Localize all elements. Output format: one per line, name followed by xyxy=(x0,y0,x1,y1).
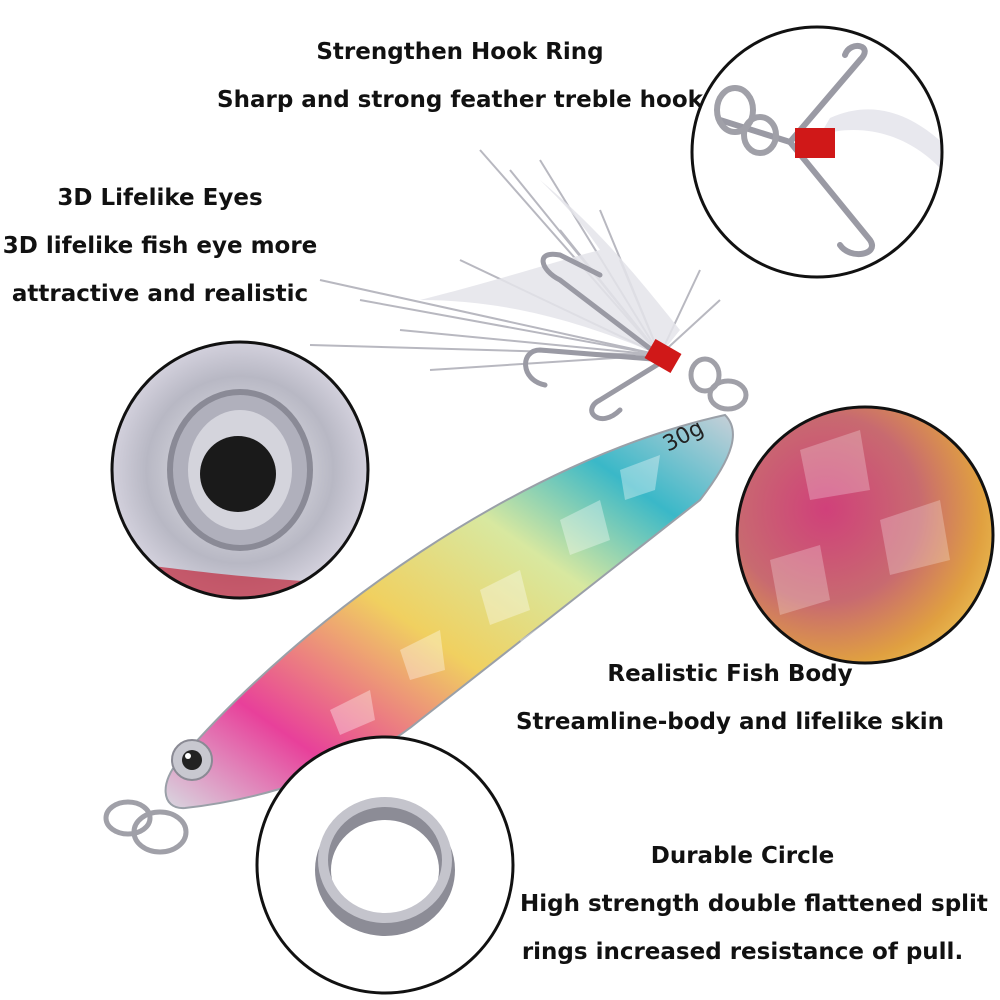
lure-body xyxy=(164,413,734,810)
eye-callout xyxy=(110,340,370,600)
body-title: Realistic Fish Body xyxy=(607,661,853,687)
holographic-scales xyxy=(330,455,660,735)
treble-hook xyxy=(523,251,668,422)
circle-description-line1: High strength double flattened split xyxy=(520,891,988,917)
hook-thread xyxy=(644,338,682,374)
circle-title: Durable Circle xyxy=(650,843,835,869)
hook-ring-title: Strengthen Hook Ring xyxy=(316,39,604,65)
eyes-title: 3D Lifelike Eyes xyxy=(57,185,263,211)
hook-ring-caption: Strengthen Hook Ring Sharp and strong fe… xyxy=(200,28,720,124)
feather-plume xyxy=(420,180,680,355)
eyes-description-line1: 3D lifelike fish eye more xyxy=(2,233,318,259)
eyes-caption: 3D Lifelike Eyes 3D lifelike fish eye mo… xyxy=(0,174,320,318)
head-split-ring xyxy=(688,356,749,412)
skin-callout xyxy=(735,405,995,665)
hook-ring-description: Sharp and strong feather treble hook xyxy=(217,87,703,113)
body-caption: Realistic Fish Body Streamline-body and … xyxy=(500,650,960,746)
hook-callout xyxy=(690,25,944,279)
tail-split-ring xyxy=(103,799,189,855)
lure-eye xyxy=(171,739,213,781)
circle-description-line2: rings increased resistance of pull. xyxy=(521,939,964,965)
ring-callout xyxy=(255,735,515,995)
body-description: Streamline-body and lifelike skin xyxy=(515,709,945,735)
circle-caption: Durable Circle High strength double flat… xyxy=(520,832,988,976)
eyes-description-line2: attractive and realistic xyxy=(11,281,309,307)
